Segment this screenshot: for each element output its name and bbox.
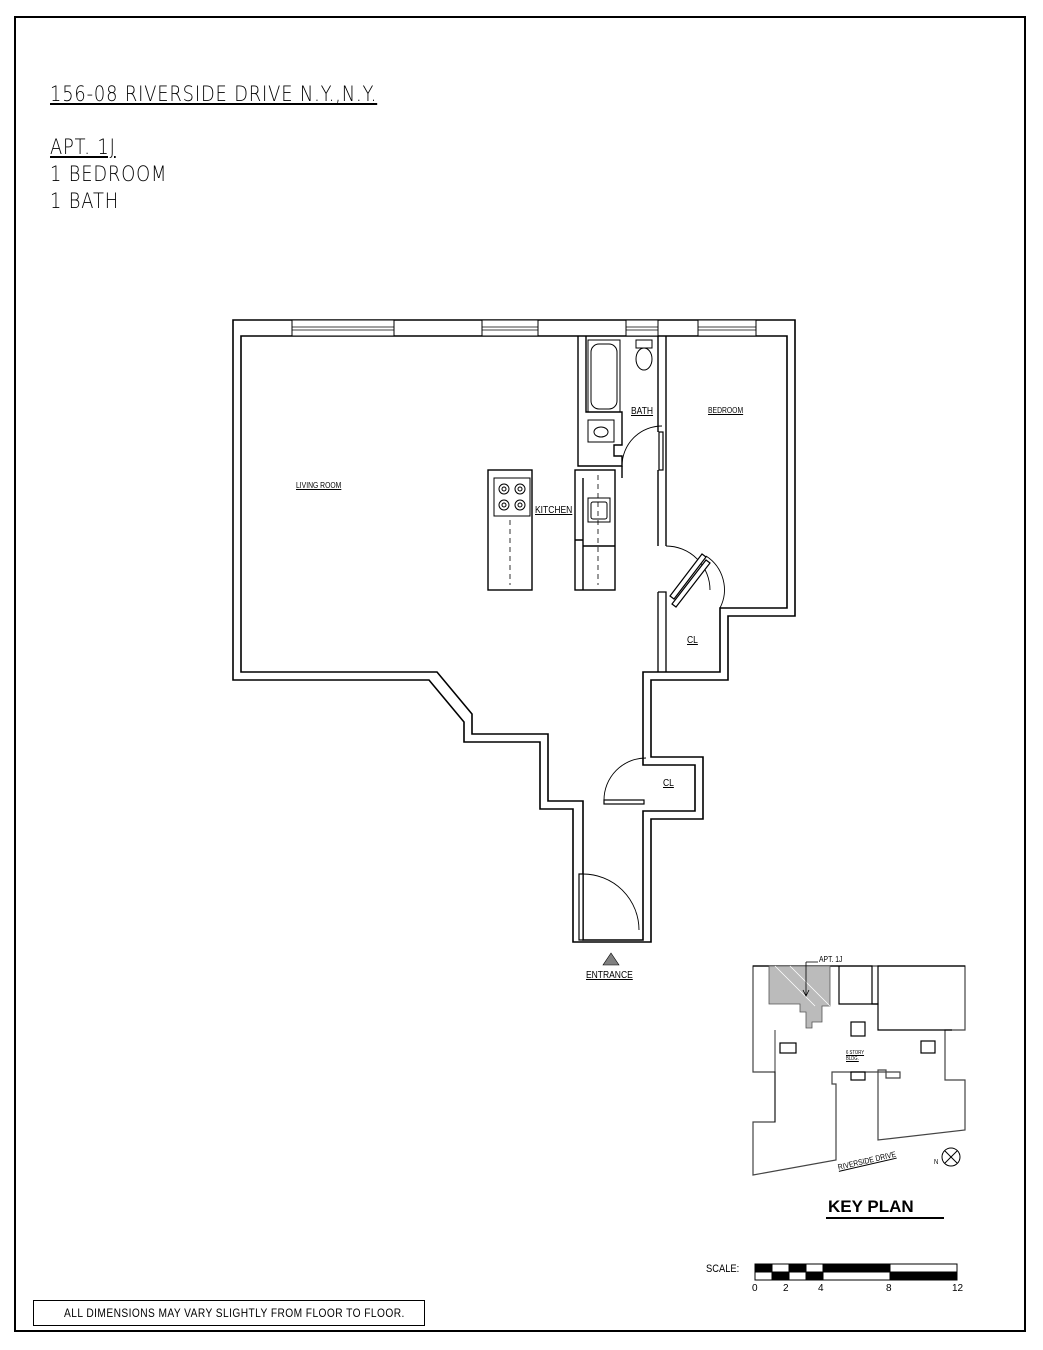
bath-door [658, 431, 664, 471]
scale-tick: 8 [886, 1283, 892, 1294]
disclaimer-text: ALL DIMENSIONS MAY VARY SLIGHTLY FROM FL… [64, 1306, 405, 1320]
key-plan-apt-label: APT. 1J [819, 955, 843, 964]
entrance-label: ENTRANCE [586, 970, 633, 981]
kitchen-counter [487, 469, 533, 591]
bedroom-door [671, 559, 711, 608]
scale-bar [754, 1263, 958, 1281]
scale-tick: 2 [783, 1283, 789, 1294]
bedroom-count: 1 BEDROOM [50, 162, 168, 186]
kitchen-label: KITCHEN [535, 505, 573, 516]
bedroom-closet-label: CL [687, 635, 698, 646]
entrance-door-swing [582, 873, 640, 931]
scale-tick: 0 [752, 1283, 758, 1294]
inner-wall [240, 335, 788, 941]
entrance-marker [602, 952, 620, 966]
closet-door-swing [705, 555, 725, 609]
title-block: 156-08 RIVERSIDE DRIVE N.Y.,N.Y. APT. 1J… [50, 82, 435, 215]
hall-closet-door [603, 799, 645, 805]
stove [493, 477, 531, 517]
apartment-number: APT. 1J [50, 135, 116, 159]
bath-wall [577, 336, 623, 467]
bedroom-label: BEDROOM [708, 406, 744, 415]
bath-door-swing [621, 425, 663, 467]
north-arrow-icon [941, 1147, 961, 1167]
unit-info: APT. 1J 1 BEDROOM 1 BATH [50, 134, 377, 215]
bathtub [587, 339, 621, 413]
bath-bedroom-wall [657, 336, 667, 546]
bedroom-door-swing [665, 545, 711, 591]
outer-wall [232, 319, 796, 943]
bath-label: BATH [631, 406, 654, 417]
scale-tick: 12 [952, 1283, 964, 1294]
address-title: 156-08 RIVERSIDE DRIVE N.Y.,N.Y. [50, 82, 378, 106]
scale-tick: 4 [818, 1283, 824, 1294]
key-plan-title-underline [826, 1217, 944, 1219]
north-label: N [934, 1159, 939, 1166]
drawing-border [14, 16, 1026, 1332]
bath-count: 1 BATH [50, 189, 119, 213]
window [697, 319, 757, 337]
toilet [635, 339, 653, 349]
key-plan-building-label: 6 STORY BLDG. [846, 1050, 865, 1062]
key-plan [752, 965, 966, 1176]
kitchen-sink [587, 497, 611, 523]
disclaimer-box: ALL DIMENSIONS MAY VARY SLIGHTLY FROM FL… [33, 1300, 425, 1326]
closet-door [669, 553, 707, 600]
window [291, 319, 395, 337]
living-room-label: LIVING ROOM [296, 481, 342, 490]
hall-closet-label: CL [663, 778, 674, 789]
window [481, 319, 539, 337]
hall-closet-door-swing [603, 757, 647, 801]
bath-sink [587, 419, 615, 443]
key-plan-title: KEY PLAN [828, 1197, 914, 1216]
kitchen-counter [574, 469, 616, 591]
entrance-door [578, 873, 584, 941]
window [625, 319, 659, 337]
scale-label: SCALE: [706, 1263, 740, 1275]
